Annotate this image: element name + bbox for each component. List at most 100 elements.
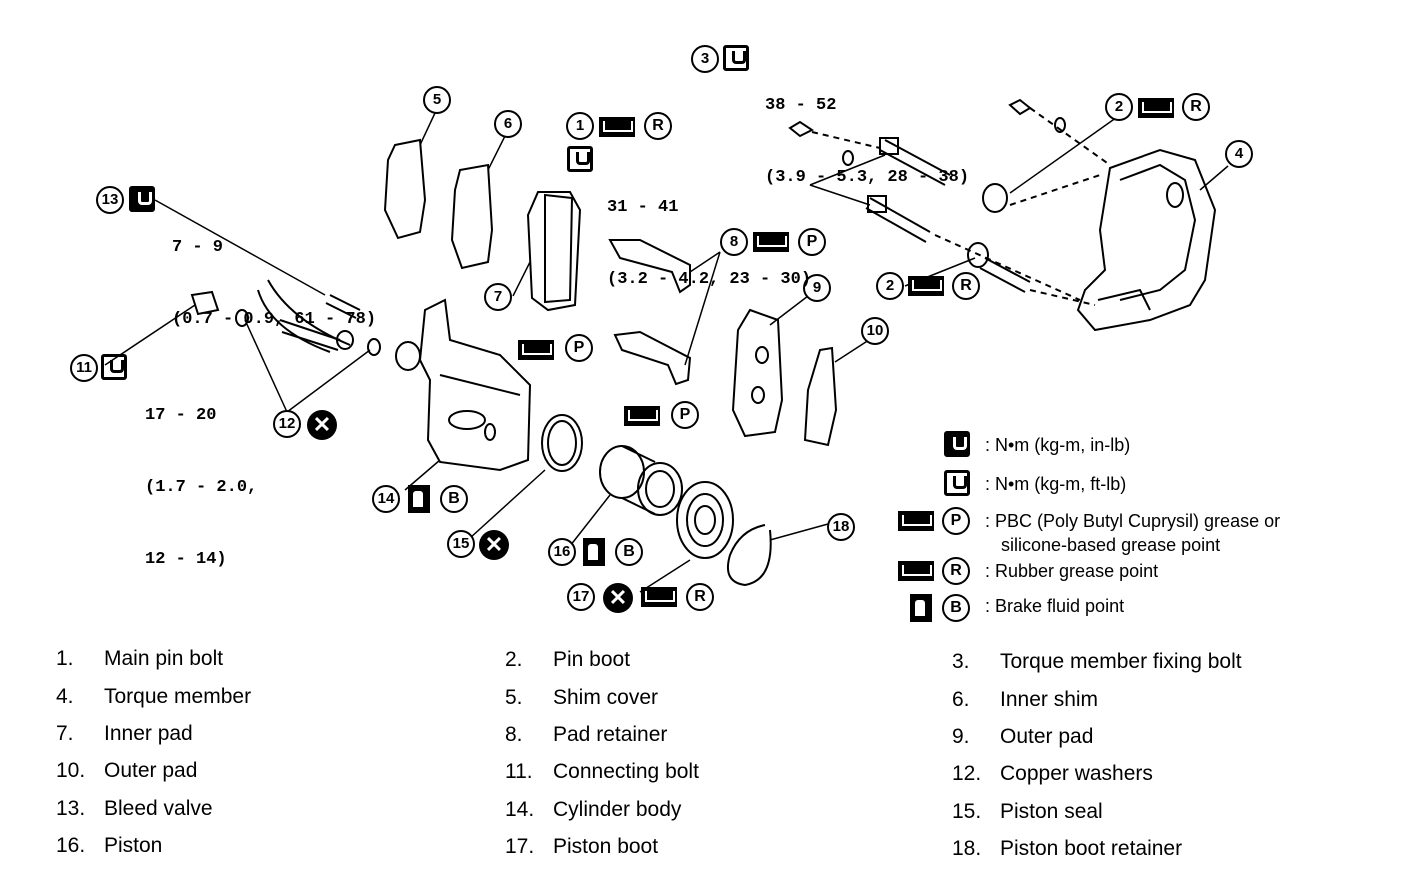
callout-2-lower: 2 xyxy=(876,272,904,300)
list-item: 13. Bleed valve xyxy=(56,797,213,821)
list-item: 15.Piston seal xyxy=(952,800,1103,824)
callout-15: 15 xyxy=(447,530,475,558)
piston-seal-drawing xyxy=(541,414,583,472)
part-name: Torque member xyxy=(104,685,252,708)
part-number: 10. xyxy=(56,759,86,782)
callout-16: 16 xyxy=(548,538,576,566)
torque-spec-1-line1: 31 - 41 xyxy=(607,198,679,217)
cylinder-body-drawing xyxy=(395,298,532,472)
part-number: 14. xyxy=(505,798,535,821)
piston-drawing xyxy=(599,445,683,516)
bleed-valve-drawing xyxy=(190,279,381,356)
legend-torque-ftlb-icon xyxy=(944,470,970,496)
part-number: 3. xyxy=(952,650,970,673)
replace-x-icon: ✕ xyxy=(479,530,509,560)
part-number: 9. xyxy=(952,725,970,748)
callout-4: 4 xyxy=(1225,140,1253,168)
callout-10: 10 xyxy=(861,317,889,345)
part-name: Bleed valve xyxy=(104,797,213,820)
grease-icon xyxy=(624,406,660,426)
torque-ftlb-icon xyxy=(101,354,127,380)
legend-rubber: : Rubber grease point xyxy=(985,561,1159,581)
brake-fluid-icon xyxy=(583,538,605,566)
legend-grease-icon xyxy=(898,561,934,581)
legend-fluid: : Brake fluid point xyxy=(985,596,1125,616)
legend-pbc-line2: silicone-based grease point xyxy=(1001,535,1221,555)
list-item: 12. Copper washers xyxy=(952,762,1153,786)
rubber-grease-letter-icon: R xyxy=(1182,93,1210,121)
part-number: 18. xyxy=(952,837,982,860)
callout-8: 8 xyxy=(720,228,748,256)
list-item: 18.Piston boot retainer xyxy=(952,837,1182,861)
part-number: 8. xyxy=(505,723,523,746)
list-item: 4.Torque member xyxy=(56,685,251,709)
torque-spec-13-line1: 7 - 9 xyxy=(172,238,224,257)
part-name: Piston boot xyxy=(553,835,659,858)
part-name: Shim cover xyxy=(553,686,659,709)
part-number: 1. xyxy=(56,647,74,670)
callout-2-upper: 2 xyxy=(1105,93,1133,121)
grease-icon xyxy=(753,232,789,252)
part-name: Piston xyxy=(104,834,163,857)
torque-spec-13: 7 - 9 (0.7 - 0.9, 61 - 78) xyxy=(172,188,376,356)
grease-icon xyxy=(518,340,554,360)
part-number: 7. xyxy=(56,722,74,745)
list-item: 2.Pin boot xyxy=(505,648,630,672)
inner-pad-drawing xyxy=(526,191,582,312)
part-name: Main pin bolt xyxy=(104,647,224,670)
callout-1: 1 xyxy=(566,112,594,140)
callout-7: 7 xyxy=(484,283,512,311)
list-item: 3. Torque member fixing bolt xyxy=(952,650,1242,674)
torque-inlb-icon xyxy=(129,186,155,212)
brake-fluid-letter-icon: B xyxy=(615,538,643,566)
legend-pbc-line1: : PBC (Poly Butyl Cuprysil) grease or xyxy=(985,511,1281,531)
outer-pad-shim-drawing xyxy=(803,346,838,447)
callout-17: 17 xyxy=(567,583,595,611)
part-name: Connecting bolt xyxy=(553,760,699,783)
legend-rubber-letter-icon: R xyxy=(942,557,970,585)
part-name: Pin boot xyxy=(553,648,631,671)
part-name: Torque member fixing bolt xyxy=(1000,650,1242,673)
replace-x-icon: ✕ xyxy=(603,583,633,613)
grease-icon xyxy=(908,276,944,296)
shim-cover-drawing xyxy=(383,138,427,240)
brake-caliper-exploded-view xyxy=(104,98,1229,593)
torque-ftlb-icon xyxy=(567,146,593,172)
grease-icon xyxy=(641,587,677,607)
pbc-grease-letter-icon: P xyxy=(798,228,826,256)
part-name: Pad retainer xyxy=(553,723,668,746)
rubber-grease-letter-icon: R xyxy=(686,583,714,611)
part-name: Copper washers xyxy=(1000,762,1153,785)
part-number: 12. xyxy=(952,762,982,785)
callout-14: 14 xyxy=(372,485,400,513)
torque-spec-1: 31 - 41 (3.2 - 4.2, 23 - 30) xyxy=(607,148,811,316)
torque-spec-13-line2: (0.7 - 0.9, 61 - 78) xyxy=(172,310,377,329)
rubber-grease-letter-icon: R xyxy=(952,272,980,300)
part-number: 11. xyxy=(505,760,533,783)
pin-bolts-drawing xyxy=(788,98,1111,306)
inner-shim-drawing xyxy=(450,163,494,270)
torque-spec-11-line2: (1.7 - 2.0, xyxy=(145,478,258,497)
part-number: 17. xyxy=(505,835,535,858)
part-name: Inner shim xyxy=(1000,688,1099,711)
piston-boot-retainer-drawing xyxy=(726,524,772,587)
legend-ftlb: : N•m (kg-m, ft-lb) xyxy=(985,474,1127,494)
piston-boot-drawing xyxy=(676,481,734,559)
torque-spec-11-line3: 12 - 14) xyxy=(145,550,227,569)
part-name: Outer pad xyxy=(1000,725,1094,748)
callout-13: 13 xyxy=(96,186,124,214)
torque-spec-11-line1: 17 - 20 xyxy=(145,406,217,425)
list-item: 17. Piston boot xyxy=(505,835,658,859)
part-number: 13. xyxy=(56,797,86,820)
legend-fluid-letter-icon: B xyxy=(942,594,970,622)
torque-member-drawing xyxy=(1076,148,1217,332)
legend-inlb: : N•m (kg-m, in-lb) xyxy=(985,435,1131,455)
part-name: Cylinder body xyxy=(553,798,682,821)
pad-retainer-upper-drawing xyxy=(608,239,691,294)
list-item: 16.Piston xyxy=(56,834,162,858)
torque-spec-11: 17 - 20 (1.7 - 2.0, 12 - 14) xyxy=(145,356,257,596)
legend-brake-fluid-icon xyxy=(910,594,932,622)
torque-ftlb-icon xyxy=(723,45,749,71)
grease-icon xyxy=(1138,98,1174,118)
callout-12: 12 xyxy=(273,410,301,438)
